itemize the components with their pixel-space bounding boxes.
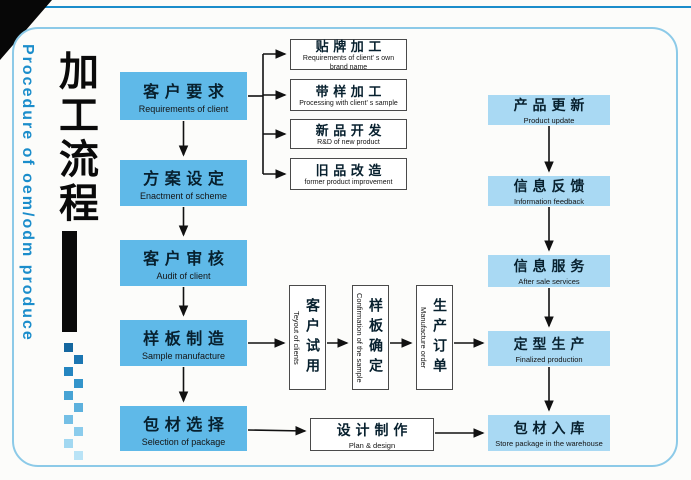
flow-box-plan-design: 设计制作 Plan & design [310,418,434,451]
box-label-cn: 设计制作 [336,421,413,438]
box-label-cn: 信息服务 [513,258,590,274]
vbox-sample-confirmation: Confirmation of the sample 样板确定 [352,285,389,390]
box-label-en: Selection of package [141,436,226,447]
branch-box-new-product-rd: 新品开发 R&D of new product [290,119,407,149]
box-label-en: Audit of client [156,271,211,281]
flow-box-sample-manufacture: 样板制造 Sample manufacture [120,320,247,366]
box-label-en: Plan & design [348,440,396,450]
deco-square [64,415,73,424]
box-label-cn: 客户要求 [143,84,230,101]
box-label-cn: 包材选择 [143,416,230,434]
deco-square [74,427,83,436]
box-label-en: Requirements of client' s own brand name [302,55,395,71]
box-label-cn: 样板确定 [368,297,384,378]
deco-square [74,451,83,460]
flow-box-package-warehouse: 包材入库 Store package in the warehouse [488,415,610,451]
flow-box-information-feedback: 信息反馈 Information feedback [488,176,610,206]
deco-square [74,379,83,388]
branch-box-old-product-improvement: 旧品改造 former product improvement [290,158,407,190]
box-label-en: Processing with client' s sample [299,100,398,108]
box-label-cn: 带样加工 [315,84,386,100]
box-label-cn: 贴牌加工 [315,39,386,55]
box-label-en: Product update [523,116,575,125]
flow-box-finalized-production: 定型生产 Finalized production [488,331,610,366]
box-label-cn: 客户试用 [305,297,321,378]
box-label-cn: 生产订单 [432,297,448,378]
flow-box-after-sale-services: 信息服务 After sale services [488,255,610,287]
box-label-cn: 样板制造 [143,331,230,348]
box-label-en: former product improvement [304,179,393,187]
box-label-en: Finalized production [515,354,583,364]
box-label-en: Teyout of clients [292,310,301,365]
box-label-cn: 方案设定 [143,171,230,188]
vbox-client-tryout: Teyout of clients 客户试用 [289,285,326,390]
deco-black-bar [62,231,77,332]
box-label-en: Store package in the warehouse [495,439,603,448]
branch-box-brand-label-processing: 贴牌加工 Requirements of client' s own brand… [290,39,407,71]
deco-square [64,343,73,352]
top-accent-line [0,6,691,8]
flow-box-package-selection: 包材选择 Selection of package [120,406,247,451]
box-label-en: After sale services [518,277,580,286]
flow-box-product-update: 产品更新 Product update [488,95,610,125]
box-label-cn: 旧品改造 [315,163,386,179]
deco-square [64,439,73,448]
flow-box-scheme-enactment: 方案设定 Enactment of scheme [120,160,247,206]
box-label-en: Confirmation of the sample [355,292,364,383]
rounded-border-frame [12,27,678,467]
page-title: 加工流程 [53,50,97,226]
box-label-en: Enactment of scheme [139,191,228,201]
deco-square [64,367,73,376]
deco-square [64,391,73,400]
flow-box-client-audit: 客户审核 Audit of client [120,240,247,286]
branch-box-sample-processing: 带样加工 Processing with client' s sample [290,79,407,111]
box-label-cn: 定型生产 [513,335,590,352]
deco-square [74,403,83,412]
box-label-en: Manufacture order [419,306,428,369]
box-label-cn: 客户审核 [143,251,230,268]
box-label-cn: 新品开发 [315,123,386,139]
box-label-en: Sample manufacture [141,351,226,361]
vbox-manufacture-order: Manufacture order 生产订单 [416,285,453,390]
deco-square [74,355,83,364]
box-label-en: Requirements of client [138,104,229,114]
page-subtitle: Procedure of oem/odm produce [19,44,36,342]
box-label-en: Information feedback [513,197,585,206]
box-label-cn: 产品更新 [513,97,590,113]
box-label-en: R&D of new product [317,139,380,147]
box-label-cn: 包材入库 [513,420,590,436]
flow-box-client-requirements: 客户要求 Requirements of client [120,72,247,120]
box-label-cn: 信息反馈 [513,178,590,194]
deco-squares [64,343,86,473]
